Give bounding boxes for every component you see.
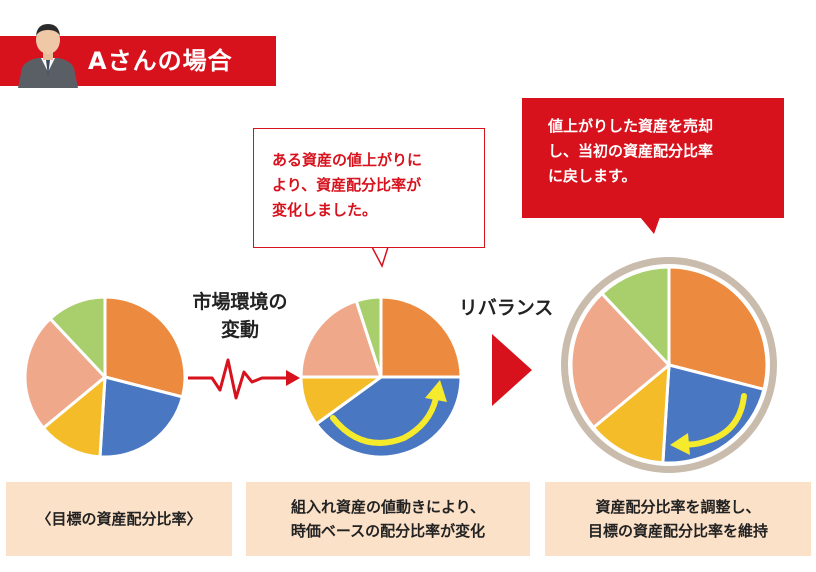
callout-pointer-red xyxy=(640,217,660,234)
businessman-avatar-icon xyxy=(18,24,78,88)
page-title: Aさんの場合 xyxy=(88,47,233,75)
market-change-label: 市場環境の 変動 xyxy=(192,291,288,341)
pie-rebalanced-allocation xyxy=(569,265,769,465)
caption-drift-box: 組入れ資産の値動きにより、 時価ベースの配分比率が変化 xyxy=(246,482,530,556)
slice-orange xyxy=(379,295,463,379)
slice-orange xyxy=(103,295,187,399)
slice-yellow xyxy=(591,361,671,465)
caption-drift-text: 組入れ資産の値動きにより、 時価ベースの配分比率が変化 xyxy=(290,498,486,540)
rebalance-label: リバランス xyxy=(458,297,554,319)
restore-curved-arrow-icon xyxy=(670,393,747,455)
pie-target-allocation xyxy=(23,295,187,459)
callout-change-box xyxy=(253,128,485,248)
callout-change-text: ある資産の値上がりに より、資産配分比率が 変化しました。 xyxy=(272,151,423,219)
caption-target-box: 〈目標の資産配分比率〉 xyxy=(6,482,232,556)
slice-green xyxy=(599,265,671,369)
rebalance-arrow-icon xyxy=(492,334,532,406)
drift-curved-arrow-icon xyxy=(330,380,447,446)
slice-orange xyxy=(667,265,769,392)
slice-green xyxy=(354,295,383,378)
callout-pointer-white xyxy=(370,246,390,268)
caption-restore-box: 資産配分比率を調整し、 目標の資産配分比率を維持 xyxy=(545,482,811,556)
caption-target-text: 〈目標の資産配分比率〉 xyxy=(36,510,202,528)
slice-salmon xyxy=(23,316,108,431)
slice-green xyxy=(48,295,107,381)
slice-salmon xyxy=(569,291,672,430)
market-change-arrow-icon xyxy=(188,358,300,400)
caption-restore-text: 資産配分比率を調整し、 目標の資産配分比率を維持 xyxy=(587,498,768,540)
callout-rebalance-box xyxy=(522,98,784,218)
slice-blue xyxy=(98,375,185,459)
callout-rebalance-text: 値上がりした資産を売却 し、当初の資産配分比率 に戻します。 xyxy=(548,117,714,185)
